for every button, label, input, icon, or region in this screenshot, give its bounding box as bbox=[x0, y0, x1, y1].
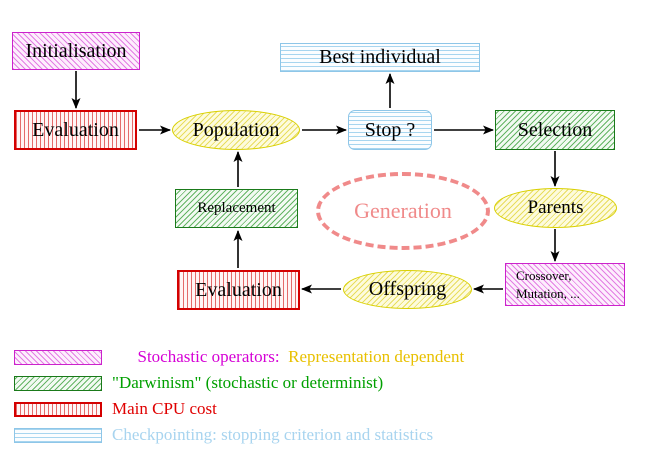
legend-label: "Darwinism" (stochastic or determinist) bbox=[112, 373, 384, 392]
legend-swatch-magenta-diagonal-hatch bbox=[14, 349, 102, 365]
node-label: Generation bbox=[354, 198, 452, 223]
node-selection[interactable]: Selection bbox=[495, 110, 615, 150]
node-label: Population bbox=[192, 118, 280, 141]
node-label: Stop ? bbox=[364, 118, 416, 141]
node-label: Best individual bbox=[319, 46, 441, 68]
node-population[interactable]: Population bbox=[172, 110, 300, 150]
legend-row-main-cpu-cost: Main CPU cost bbox=[0, 398, 670, 420]
node-label: Parents bbox=[527, 197, 584, 219]
legend-label: Stochastic operators: bbox=[137, 347, 280, 366]
node-label: Replacement bbox=[197, 199, 276, 216]
legend-row-darwinism: "Darwinism" (stochastic or determinist) bbox=[0, 372, 670, 394]
legend-row-checkpointing: Checkpointing: stopping criterion and st… bbox=[0, 424, 670, 446]
node-label-line1: Crossover, bbox=[516, 267, 572, 283]
legend-swatch-blue-horizontal-hatch bbox=[14, 427, 102, 443]
legend-swatch-green-diagonal-hatch bbox=[14, 375, 102, 391]
legend-label-secondary: Representation dependent bbox=[288, 347, 465, 366]
node-label: Initialisation bbox=[25, 39, 127, 62]
node-generation-boundary: Generation bbox=[316, 172, 490, 250]
node-initialisation[interactable]: Initialisation bbox=[12, 32, 140, 70]
node-evaluation-top[interactable]: Evaluation bbox=[14, 110, 137, 150]
node-replacement[interactable]: Replacement bbox=[175, 189, 298, 228]
legend-label: Checkpointing: stopping criterion and st… bbox=[112, 425, 434, 444]
node-offspring[interactable]: Offspring bbox=[343, 270, 472, 309]
node-parents[interactable]: Parents bbox=[494, 188, 617, 228]
legend: Stochastic operators: Representation dep… bbox=[0, 338, 670, 465]
node-label-line2: Mutation, ... bbox=[516, 285, 580, 301]
node-best-individual[interactable]: Best individual bbox=[280, 43, 480, 72]
legend-swatch-red-vertical-hatch bbox=[14, 401, 102, 417]
node-stop-condition[interactable]: Stop ? bbox=[348, 110, 432, 150]
legend-row-stochastic-operators: Stochastic operators: Representation dep… bbox=[0, 346, 670, 368]
node-label: Evaluation bbox=[195, 278, 282, 301]
node-evaluation-bottom[interactable]: Evaluation bbox=[177, 270, 300, 310]
node-label: Selection bbox=[517, 118, 593, 141]
legend-label: Main CPU cost bbox=[112, 399, 217, 418]
node-label: Evaluation bbox=[32, 118, 119, 141]
node-label: Offspring bbox=[368, 278, 447, 300]
node-crossover-mutation[interactable]: Crossover, Mutation, ... bbox=[505, 263, 625, 306]
